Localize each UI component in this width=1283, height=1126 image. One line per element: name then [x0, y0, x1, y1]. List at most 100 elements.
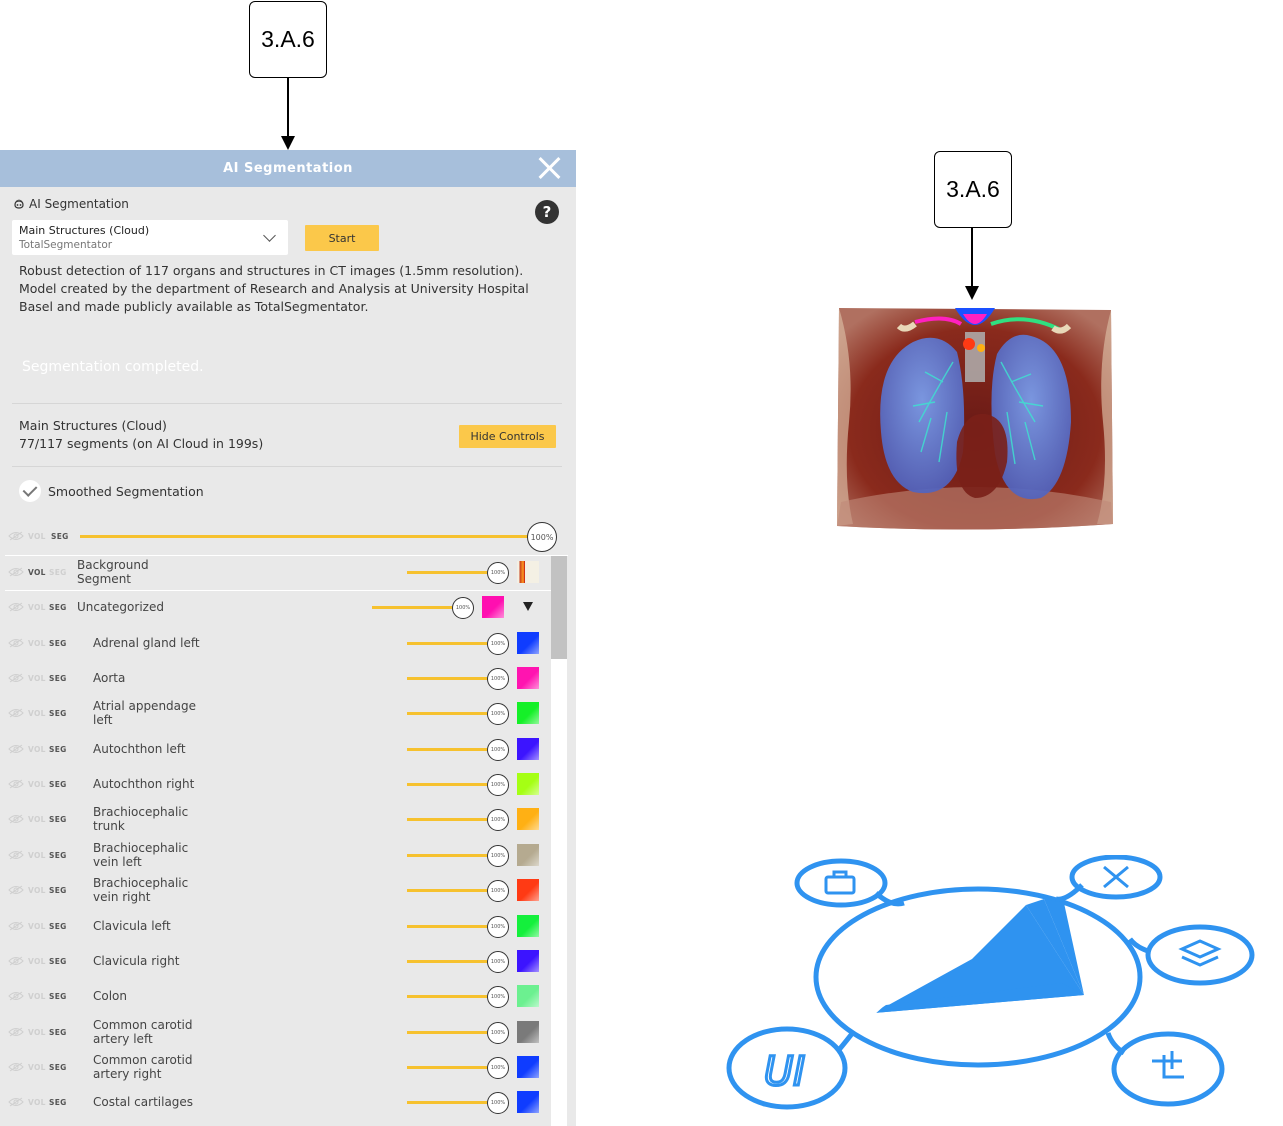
segment-opacity-knob[interactable]: 100% — [487, 703, 509, 725]
segment-opacity-slider[interactable] — [372, 606, 452, 609]
vol-toggle[interactable]: VOL — [28, 992, 46, 1001]
segment-opacity-slider[interactable] — [407, 995, 487, 998]
visibility-icon[interactable] — [8, 638, 24, 648]
segment-color-swatch[interactable] — [517, 879, 539, 901]
segment-opacity-slider[interactable] — [407, 748, 487, 751]
vol-toggle[interactable]: VOL — [28, 709, 46, 718]
expand-triangle-icon[interactable] — [523, 602, 533, 611]
vol-toggle[interactable]: VOL — [28, 568, 46, 577]
visibility-icon[interactable] — [8, 885, 24, 895]
close-icon[interactable] — [536, 154, 564, 182]
segment-color-swatch[interactable] — [517, 1021, 539, 1043]
visibility-icon[interactable] — [8, 1027, 24, 1037]
visibility-icon[interactable] — [8, 567, 24, 577]
vol-toggle[interactable]: VOL — [28, 851, 46, 860]
segment-color-swatch[interactable] — [517, 738, 539, 760]
segment-opacity-knob[interactable]: 100% — [452, 597, 474, 619]
segment-opacity-slider[interactable] — [407, 1031, 487, 1034]
master-opacity-knob[interactable]: 100% — [527, 522, 557, 552]
visibility-icon[interactable] — [8, 673, 24, 683]
segment-color-swatch[interactable] — [517, 844, 539, 866]
segment-color-swatch[interactable] — [517, 702, 539, 724]
seg-toggle[interactable]: SEG — [49, 922, 67, 931]
seg-toggle[interactable]: SEG — [49, 780, 67, 789]
seg-toggle[interactable]: SEG — [49, 639, 67, 648]
vol-toggle[interactable]: VOL — [28, 639, 46, 648]
segment-opacity-knob[interactable]: 100% — [487, 916, 509, 938]
smoothed-checkbox[interactable] — [19, 480, 41, 502]
seg-toggle[interactable]: SEG — [51, 532, 69, 541]
vol-toggle[interactable]: VOL — [28, 745, 46, 754]
segment-opacity-slider[interactable] — [407, 818, 487, 821]
seg-toggle[interactable]: SEG — [49, 709, 67, 718]
vol-toggle[interactable]: VOL — [28, 957, 46, 966]
segment-color-swatch[interactable] — [517, 950, 539, 972]
segment-opacity-slider[interactable] — [407, 712, 487, 715]
segment-opacity-slider[interactable] — [407, 889, 487, 892]
visibility-icon[interactable] — [8, 1097, 24, 1107]
segment-opacity-knob[interactable]: 100% — [487, 986, 509, 1008]
seg-toggle[interactable]: SEG — [49, 992, 67, 1001]
vol-toggle[interactable]: VOL — [28, 780, 46, 789]
segment-opacity-knob[interactable]: 100% — [487, 668, 509, 690]
segment-opacity-knob[interactable]: 100% — [487, 951, 509, 973]
start-button[interactable]: Start — [305, 225, 379, 251]
seg-toggle[interactable]: SEG — [49, 1063, 67, 1072]
segment-color-swatch[interactable] — [517, 632, 539, 654]
seg-toggle[interactable]: SEG — [49, 815, 67, 824]
segment-color-swatch[interactable] — [517, 985, 539, 1007]
visibility-icon[interactable] — [8, 956, 24, 966]
vol-toggle[interactable]: VOL — [28, 886, 46, 895]
segment-opacity-slider[interactable] — [407, 1101, 487, 1104]
segment-opacity-slider[interactable] — [407, 854, 487, 857]
segment-color-swatch[interactable] — [517, 915, 539, 937]
segment-opacity-knob[interactable]: 100% — [487, 739, 509, 761]
visibility-icon[interactable] — [8, 602, 24, 612]
segment-color-swatch[interactable] — [517, 667, 539, 689]
segment-opacity-knob[interactable]: 100% — [487, 633, 509, 655]
vol-toggle[interactable]: VOL — [28, 674, 46, 683]
seg-toggle[interactable]: SEG — [49, 674, 67, 683]
master-opacity-slider[interactable] — [80, 535, 529, 538]
visibility-icon[interactable] — [8, 1062, 24, 1072]
segment-opacity-knob[interactable]: 100% — [487, 880, 509, 902]
hide-controls-button[interactable]: Hide Controls — [459, 425, 556, 448]
seg-toggle[interactable]: SEG — [49, 886, 67, 895]
scrollbar-thumb[interactable] — [551, 556, 567, 659]
seg-toggle[interactable]: SEG — [49, 603, 67, 612]
seg-toggle[interactable]: SEG — [49, 851, 67, 860]
visibility-icon[interactable] — [8, 921, 24, 931]
segment-opacity-slider[interactable] — [407, 925, 487, 928]
segment-opacity-knob[interactable]: 100% — [487, 562, 509, 584]
visibility-icon[interactable] — [8, 850, 24, 860]
segment-opacity-knob[interactable]: 100% — [487, 1022, 509, 1044]
segment-color-swatch[interactable] — [517, 561, 539, 583]
scrollbar-track[interactable] — [551, 556, 567, 1126]
segment-color-swatch[interactable] — [517, 808, 539, 830]
segment-opacity-knob[interactable]: 100% — [487, 845, 509, 867]
visibility-icon[interactable] — [8, 814, 24, 824]
visibility-icon[interactable] — [8, 744, 24, 754]
segment-opacity-knob[interactable]: 100% — [487, 1057, 509, 1079]
model-select[interactable]: Main Structures (Cloud) TotalSegmentator — [12, 220, 288, 255]
seg-toggle[interactable]: SEG — [49, 1028, 67, 1037]
visibility-icon[interactable] — [8, 779, 24, 789]
segment-opacity-slider[interactable] — [407, 571, 487, 574]
vol-toggle[interactable]: VOL — [28, 815, 46, 824]
seg-toggle[interactable]: SEG — [49, 957, 67, 966]
vol-toggle[interactable]: VOL — [28, 922, 46, 931]
segment-opacity-slider[interactable] — [407, 783, 487, 786]
segment-color-swatch[interactable] — [517, 773, 539, 795]
segment-opacity-knob[interactable]: 100% — [487, 809, 509, 831]
visibility-icon[interactable] — [8, 708, 24, 718]
segment-color-swatch[interactable] — [517, 1091, 539, 1113]
segment-color-swatch[interactable] — [517, 1056, 539, 1078]
segment-opacity-slider[interactable] — [407, 1066, 487, 1069]
visibility-icon[interactable] — [8, 531, 24, 541]
seg-toggle[interactable]: SEG — [49, 568, 67, 577]
segment-color-swatch[interactable] — [482, 596, 504, 618]
vol-toggle[interactable]: VOL — [28, 532, 46, 541]
segment-opacity-slider[interactable] — [407, 677, 487, 680]
segment-opacity-slider[interactable] — [407, 642, 487, 645]
seg-toggle[interactable]: SEG — [49, 1098, 67, 1107]
